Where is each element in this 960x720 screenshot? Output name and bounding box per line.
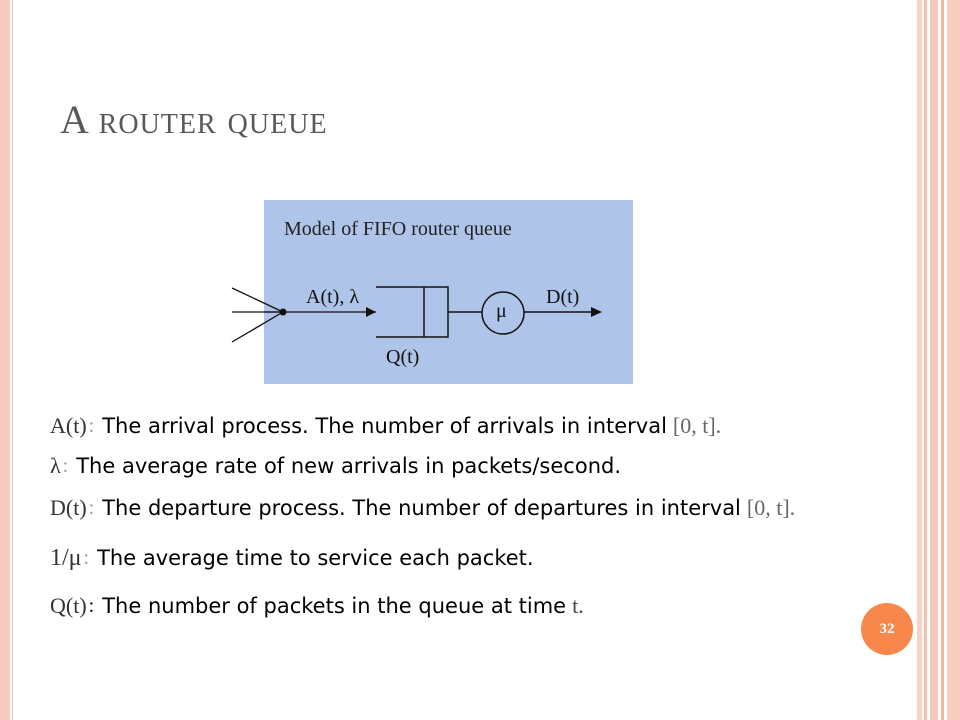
incoming-branches: [231, 287, 284, 343]
definition-text: The average time to service each packet.: [97, 546, 534, 570]
definition-suffix: [0, t].: [746, 495, 796, 520]
slide-title: A router queue: [60, 97, 328, 142]
definition-symbol: A(t): [50, 413, 87, 438]
right-border-stripes: [917, 0, 960, 720]
input-label: A(t), λ: [306, 286, 360, 308]
output-arrowhead: [591, 307, 602, 317]
queue-diagram-graphic: [264, 286, 602, 338]
definition-text: The departure process. The number of dep…: [102, 496, 741, 520]
input-arrowhead: [366, 307, 376, 317]
incoming-branch-top: [231, 287, 284, 313]
queue-label: Q(t): [386, 346, 420, 368]
queue-buffer: [376, 286, 449, 338]
left-border-stripe: [0, 0, 10, 720]
definition-text: The arrival process. The number of arriv…: [102, 414, 667, 438]
diagram-title: Model of FIFO router queue: [284, 218, 512, 240]
definition-symbol: λ: [50, 453, 61, 478]
definition-rate: λ: The average rate of new arrivals in p…: [50, 453, 622, 478]
server-circle: [481, 291, 525, 335]
definition-departure: D(t): The departure process. The number …: [50, 495, 796, 520]
page-number-badge: 32: [861, 603, 913, 655]
definition-text: The number of packets in the queue at ti…: [102, 594, 567, 618]
definition-symbol: 1/μ: [50, 544, 82, 571]
definition-queue-length: Q(t): The number of packets in the queue…: [50, 593, 584, 618]
queue-model-diagram: Model of FIFO router queue A(t), λ D(t) …: [264, 200, 633, 384]
definition-symbol: Q(t): [50, 593, 87, 618]
incoming-branch-bottom: [231, 311, 284, 343]
definition-service-time: 1/μ: The average time to service each pa…: [50, 544, 534, 571]
definition-arrival: A(t): The arrival process. The number of…: [50, 413, 722, 438]
definition-suffix: [0, t].: [672, 413, 722, 438]
left-border-line: [12, 0, 13, 720]
server-label: μ: [496, 300, 507, 322]
output-label: D(t): [546, 286, 580, 308]
definition-suffix: t.: [572, 593, 584, 618]
definition-symbol: D(t): [50, 495, 87, 520]
definition-text: The average rate of new arrivals in pack…: [76, 454, 622, 478]
